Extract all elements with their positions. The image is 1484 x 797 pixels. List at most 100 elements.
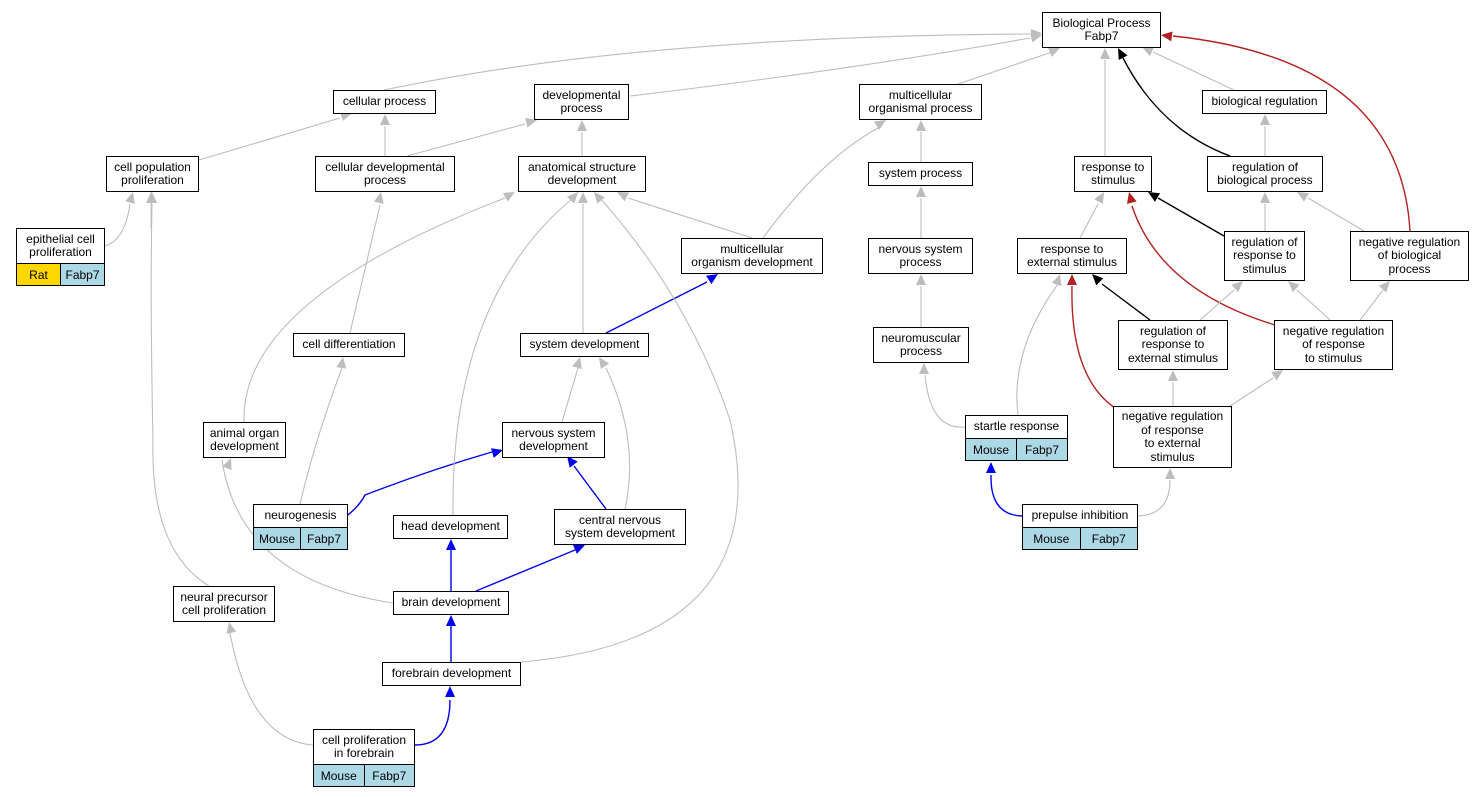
node-regulation-of-biological-process[interactable]: regulation of biological process <box>1207 156 1323 192</box>
arrowhead <box>1127 192 1137 204</box>
arrowhead <box>1100 48 1110 59</box>
edge-blue <box>414 699 451 746</box>
node-bp[interactable]: Biological Process Fabp7 <box>1042 12 1161 48</box>
arrowhead <box>222 458 232 471</box>
node-cellular-developmental-process[interactable]: cellular developmental process <box>315 156 455 192</box>
node-negative-regulation-of-response-to-stimulus[interactable]: negative regulation of response to stimu… <box>1274 320 1393 370</box>
arrowhead <box>1288 281 1300 293</box>
node-regulation-of-response-to-stimulus[interactable]: regulation of response to stimulus <box>1224 231 1305 281</box>
edge-blue <box>990 474 1023 517</box>
edge-gray <box>104 203 131 247</box>
arrowhead <box>916 186 926 197</box>
arrowhead <box>617 192 630 202</box>
arrowhead <box>446 615 456 626</box>
arrowhead <box>1271 370 1283 381</box>
edge-gray <box>605 367 631 510</box>
gene-label: Fabp7 <box>1016 439 1067 460</box>
edge-gray <box>221 459 394 604</box>
edge-gray <box>1359 289 1384 321</box>
edge-gray <box>561 367 579 423</box>
gene-label: Fabp7 <box>1079 528 1137 549</box>
node-neural-precursor-cell-proliferation[interactable]: neural precursor cell proliferation <box>173 586 275 622</box>
species-label: Mouse <box>1023 528 1080 549</box>
arrowhead <box>572 357 582 369</box>
node-neurogenesis[interactable]: neurogenesis <box>253 504 348 528</box>
node-head-development[interactable]: head development <box>393 515 508 539</box>
node-brain-development[interactable]: brain development <box>393 591 509 615</box>
node-nervous-system-process[interactable]: nervous system process <box>868 238 973 274</box>
node-animal-organ-development[interactable]: animal organ development <box>203 422 286 458</box>
edge-gray <box>1016 283 1059 416</box>
arrowhead <box>1094 192 1104 205</box>
gene-label: Fabp7 <box>60 264 104 285</box>
edge-gray <box>627 197 753 239</box>
node-multicellular-organismal-process[interactable]: multicellular organismal process <box>859 84 982 120</box>
edge-gray <box>957 51 1053 85</box>
arrowhead <box>919 363 929 374</box>
arrowhead <box>125 192 135 204</box>
species-label: Mouse <box>966 439 1016 460</box>
arrowhead <box>491 448 503 458</box>
arrowhead <box>566 192 578 204</box>
arrowhead <box>1165 468 1175 479</box>
edge-red <box>1172 35 1411 232</box>
arrowhead <box>1092 274 1104 286</box>
node-developmental-process[interactable]: developmental process <box>534 84 629 120</box>
edge-gray <box>1307 197 1365 232</box>
arrowhead <box>572 544 585 554</box>
node-regulation-of-response-to-external-stimulus[interactable]: regulation of response to external stimu… <box>1118 320 1228 370</box>
arrowhead <box>380 114 390 125</box>
node-system-development[interactable]: system development <box>520 333 649 357</box>
arrowhead <box>1260 114 1270 125</box>
edge-gray <box>1079 203 1099 239</box>
arrowhead <box>1030 32 1042 43</box>
arrowhead <box>1047 47 1060 57</box>
arrowhead <box>446 539 456 550</box>
arrowhead <box>502 192 515 202</box>
node-response-to-stimulus[interactable]: response to stimulus <box>1074 156 1152 192</box>
node-startle-response[interactable]: startle response <box>965 415 1068 439</box>
node-neuromuscular-process[interactable]: neuromuscular process <box>873 327 969 363</box>
node-nervous-system-development[interactable]: nervous system development <box>502 422 605 458</box>
arrowhead <box>916 120 926 131</box>
arrowhead <box>916 274 926 285</box>
node-prepulse-inhibition[interactable]: prepulse inhibition <box>1022 504 1138 528</box>
node-epithelial-cell-proliferation[interactable]: epithelial cell proliferation <box>16 228 105 264</box>
arrowhead <box>1168 370 1178 381</box>
node-negative-regulation-of-biological-process[interactable]: negative regulation of biological proces… <box>1350 231 1469 281</box>
arrowhead <box>336 357 347 369</box>
edge-black <box>1122 57 1231 157</box>
arrowhead <box>1142 47 1155 57</box>
node-response-to-external-stimulus[interactable]: response to external stimulus <box>1017 238 1127 274</box>
node-biological-regulation[interactable]: biological regulation <box>1202 90 1327 114</box>
node-negative-regulation-of-response-to-external-stimulus[interactable]: negative regulation of response to exter… <box>1113 406 1232 468</box>
arrowhead <box>1067 274 1077 285</box>
node-forebrain-development[interactable]: forebrain development <box>382 662 521 686</box>
node-anatomical-structure-development[interactable]: anatomical structure development <box>518 156 646 192</box>
arrowhead <box>874 120 886 131</box>
node-multicellular-organism-development[interactable]: multicellular organism development <box>681 238 823 274</box>
node-central-nervous-system-development[interactable]: central nervous system development <box>554 509 686 545</box>
node-cell-differentiation[interactable]: cell differentiation <box>293 333 405 357</box>
arrowhead <box>445 686 455 697</box>
arrowhead <box>577 120 587 131</box>
node-cellular-process[interactable]: cellular process <box>333 90 436 114</box>
node-cell-proliferation-in-forebrain[interactable]: cell proliferation in forebrain <box>313 729 415 765</box>
arrowhead <box>599 357 610 369</box>
arrowhead <box>1148 192 1161 202</box>
node-system-process[interactable]: system process <box>868 162 973 186</box>
edge-black <box>1157 197 1225 237</box>
edge-gray <box>150 203 210 587</box>
arrowhead <box>525 117 537 128</box>
edge-gray <box>1152 51 1235 91</box>
edge-gray <box>924 374 966 428</box>
edge-gray <box>299 367 343 505</box>
node-cell-population-proliferation[interactable]: cell population proliferation <box>106 156 199 192</box>
arrowhead <box>706 274 718 285</box>
edge-gray <box>1296 289 1331 321</box>
edge-gray <box>762 127 879 239</box>
edge-blue <box>475 549 576 592</box>
